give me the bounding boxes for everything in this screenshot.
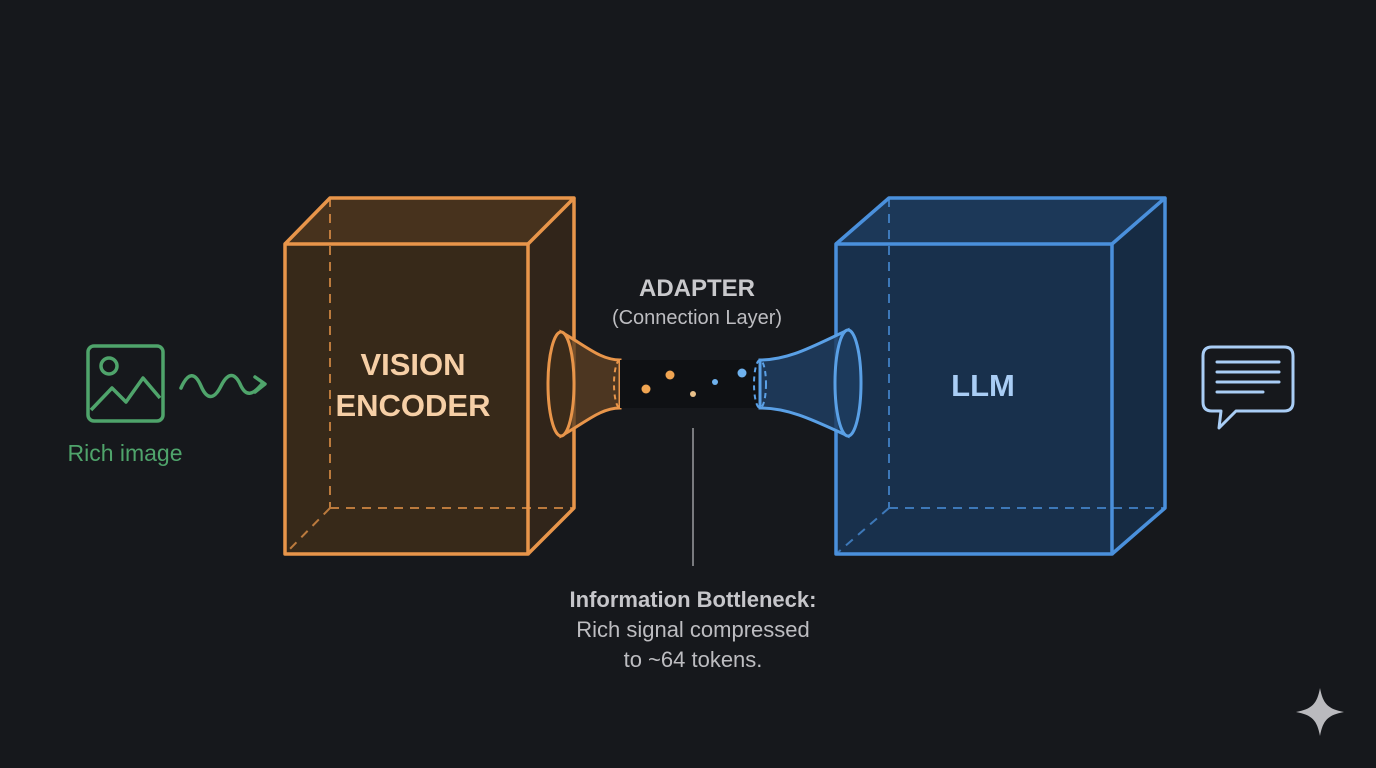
chat-bubble-icon: [1201, 345, 1295, 430]
adapter-title: ADAPTER: [639, 275, 755, 302]
sparkle-icon: [1296, 688, 1344, 736]
vision-encoder-label-line1: VISION: [360, 347, 465, 382]
compressed-tokens: [641, 368, 747, 397]
rich-image-caption: Rich image: [67, 440, 182, 466]
llm-cube: [834, 196, 1167, 556]
bottleneck-line2: to ~64 tokens.: [624, 647, 763, 672]
adapter-subtitle: (Connection Layer): [612, 307, 782, 329]
vision-encoder-cube: [283, 196, 576, 556]
bottleneck-line1: Rich signal compressed: [576, 617, 810, 642]
adapter-tube: [546, 327, 863, 439]
signal-wave-icon: [179, 373, 267, 399]
bottleneck-title: Information Bottleneck:: [570, 587, 817, 612]
image-icon: [86, 344, 165, 423]
llm-label: LLM: [951, 368, 1015, 403]
vision-encoder-label-line2: ENCODER: [335, 388, 490, 423]
